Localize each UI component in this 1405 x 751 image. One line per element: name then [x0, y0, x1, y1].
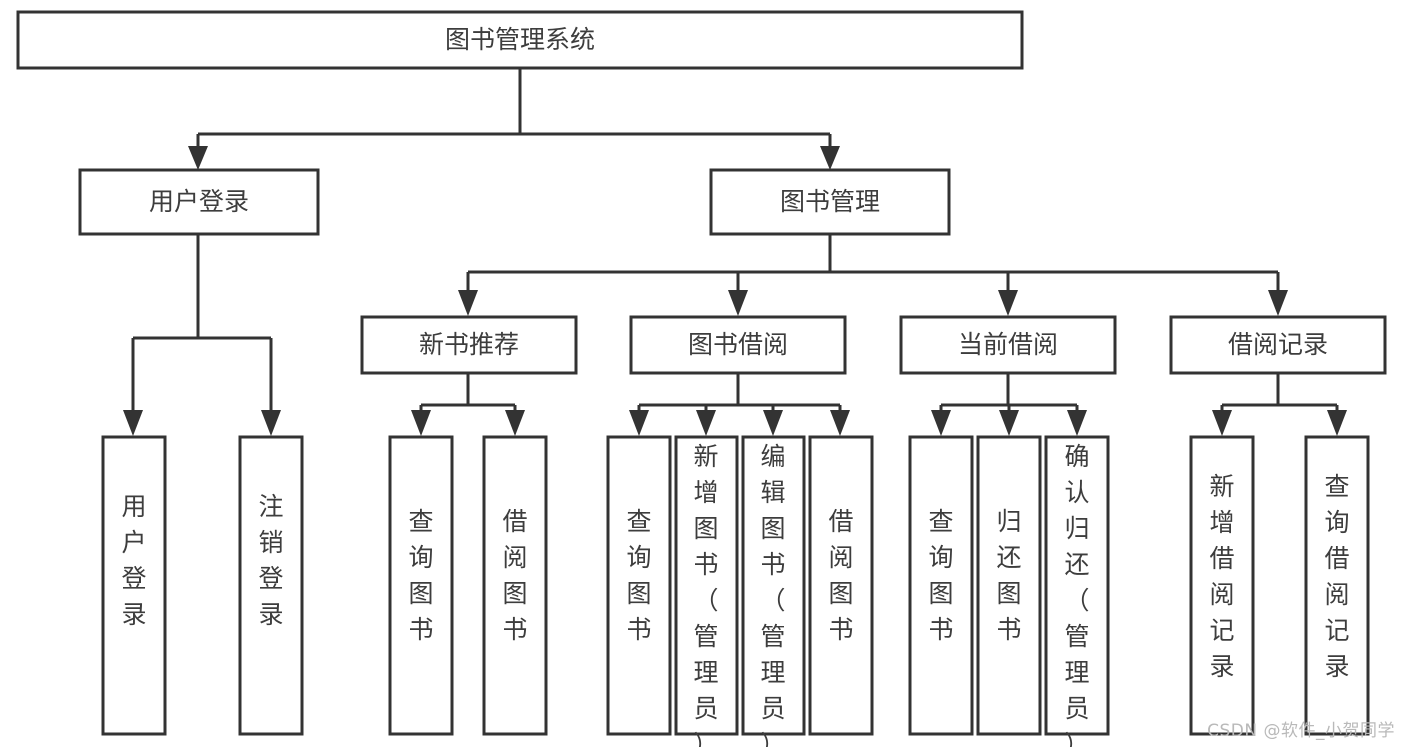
node-borrow-record-box[interactable]	[1169, 315, 1387, 375]
node-leaf-return-book[interactable]: 归还图书	[976, 435, 1042, 736]
node-leaf-edit-book[interactable]: 编辑图书（管理员）	[741, 435, 806, 751]
arrow-head-leaf-confirm-return	[1067, 410, 1087, 436]
node-leaf-confirm-return[interactable]: 确认归还（管理员）	[1044, 435, 1110, 751]
node-leaf-user-login-label: 用户登录	[121, 492, 146, 629]
node-leaf-borrow-book-2-label: 借阅图书	[828, 507, 853, 644]
node-book-borrow[interactable]: 图书借阅	[629, 315, 847, 375]
arrow-head-leaf-query-book-1	[411, 410, 431, 436]
node-borrow-record-label: 借阅记录	[1228, 330, 1328, 359]
arrow-head-book-manage	[820, 146, 840, 170]
node-leaf-query-book-1[interactable]: 查询图书	[388, 435, 454, 736]
arrow-head-current-borrow	[998, 290, 1018, 316]
node-leaf-borrow-book-2[interactable]: 借阅图书	[808, 435, 874, 736]
node-leaf-logout-label: 注销登录	[258, 492, 283, 629]
node-current-borrow-label: 当前借阅	[958, 330, 1058, 359]
node-leaf-add-record-box[interactable]	[1189, 435, 1255, 736]
node-root-label: 图书管理系统	[445, 25, 595, 54]
node-leaf-borrow-book-2-box[interactable]	[808, 435, 874, 736]
node-leaf-add-record-label: 新增借阅记录	[1209, 472, 1234, 681]
node-leaf-add-book-box[interactable]	[674, 435, 739, 736]
arrow-head-leaf-return-book	[999, 410, 1019, 436]
arrow-head-leaf-query-book-3	[931, 410, 951, 436]
node-leaf-return-book-box[interactable]	[976, 435, 1042, 736]
node-leaf-query-book-2-box[interactable]	[606, 435, 672, 736]
arrow-head-new-book-recommend	[458, 290, 478, 316]
connector-layer	[123, 68, 1347, 436]
node-leaf-borrow-book-1[interactable]: 借阅图书	[482, 435, 548, 736]
node-current-borrow-box[interactable]	[899, 315, 1117, 375]
node-root-box[interactable]	[16, 10, 1024, 70]
node-leaf-query-book-2-label: 查询图书	[626, 507, 651, 644]
node-leaf-confirm-return-box[interactable]	[1044, 435, 1110, 736]
arrow-head-book-borrow	[728, 290, 748, 316]
node-root[interactable]: 图书管理系统	[16, 10, 1024, 70]
arrow-head-borrow-record	[1268, 290, 1288, 316]
node-leaf-query-book-3[interactable]: 查询图书	[908, 435, 974, 736]
node-leaf-return-book-label: 归还图书	[996, 507, 1021, 644]
arrow-head-leaf-query-book-2	[629, 410, 649, 436]
arrow-head-leaf-logout	[261, 410, 281, 436]
node-leaf-edit-book-label: 编辑图书（管理员）	[760, 442, 785, 747]
node-leaf-query-record-box[interactable]	[1304, 435, 1370, 736]
node-leaf-query-record-label: 查询借阅记录	[1324, 472, 1349, 681]
node-leaf-add-record[interactable]: 新增借阅记录	[1189, 435, 1255, 736]
node-leaf-user-login-box[interactable]	[101, 435, 167, 736]
node-leaf-add-book-label: 新增图书（管理员）	[693, 442, 718, 747]
node-leaf-query-book-2[interactable]: 查询图书	[606, 435, 672, 736]
node-leaf-query-record[interactable]: 查询借阅记录	[1304, 435, 1370, 736]
node-new-book-recommend-label: 新书推荐	[419, 330, 519, 359]
node-borrow-record[interactable]: 借阅记录	[1169, 315, 1387, 375]
csdn-watermark: CSDN @软件_小贺同学	[1207, 721, 1395, 741]
node-leaf-logout-box[interactable]	[238, 435, 304, 736]
arrow-head-leaf-borrow-book-1	[505, 410, 525, 436]
arrow-head-leaf-edit-book	[763, 410, 783, 436]
node-leaf-confirm-return-label: 确认归还（管理员）	[1064, 442, 1089, 747]
node-leaf-query-book-3-label: 查询图书	[928, 507, 953, 644]
node-leaf-user-login[interactable]: 用户登录	[101, 435, 167, 736]
node-user-login-box[interactable]	[78, 168, 320, 236]
node-leaf-query-book-1-box[interactable]	[388, 435, 454, 736]
node-new-book-recommend-box[interactable]	[360, 315, 578, 375]
node-leaf-borrow-book-1-label: 借阅图书	[502, 507, 527, 644]
arrow-head-leaf-borrow-book-2	[830, 410, 850, 436]
node-book-borrow-label: 图书借阅	[688, 330, 788, 359]
arrow-head-user-login	[188, 146, 208, 170]
node-book-borrow-box[interactable]	[629, 315, 847, 375]
node-user-login-label: 用户登录	[149, 187, 249, 216]
arrow-head-leaf-add-record	[1212, 410, 1232, 436]
arrow-head-leaf-add-book	[696, 410, 716, 436]
node-leaf-logout[interactable]: 注销登录	[238, 435, 304, 736]
node-new-book-recommend[interactable]: 新书推荐	[360, 315, 578, 375]
node-leaf-query-book-1-label: 查询图书	[408, 507, 433, 644]
node-current-borrow[interactable]: 当前借阅	[899, 315, 1117, 375]
node-user-login[interactable]: 用户登录	[78, 168, 320, 236]
node-leaf-query-book-3-box[interactable]	[908, 435, 974, 736]
arrow-head-leaf-user-login	[123, 410, 143, 436]
node-leaf-edit-book-box[interactable]	[741, 435, 806, 736]
node-book-manage[interactable]: 图书管理	[709, 168, 951, 236]
node-leaf-borrow-book-1-box[interactable]	[482, 435, 548, 736]
node-leaf-add-book[interactable]: 新增图书（管理员）	[674, 435, 739, 751]
node-book-manage-box[interactable]	[709, 168, 951, 236]
arrow-head-leaf-query-record	[1327, 410, 1347, 436]
node-book-manage-label: 图书管理	[780, 187, 880, 216]
